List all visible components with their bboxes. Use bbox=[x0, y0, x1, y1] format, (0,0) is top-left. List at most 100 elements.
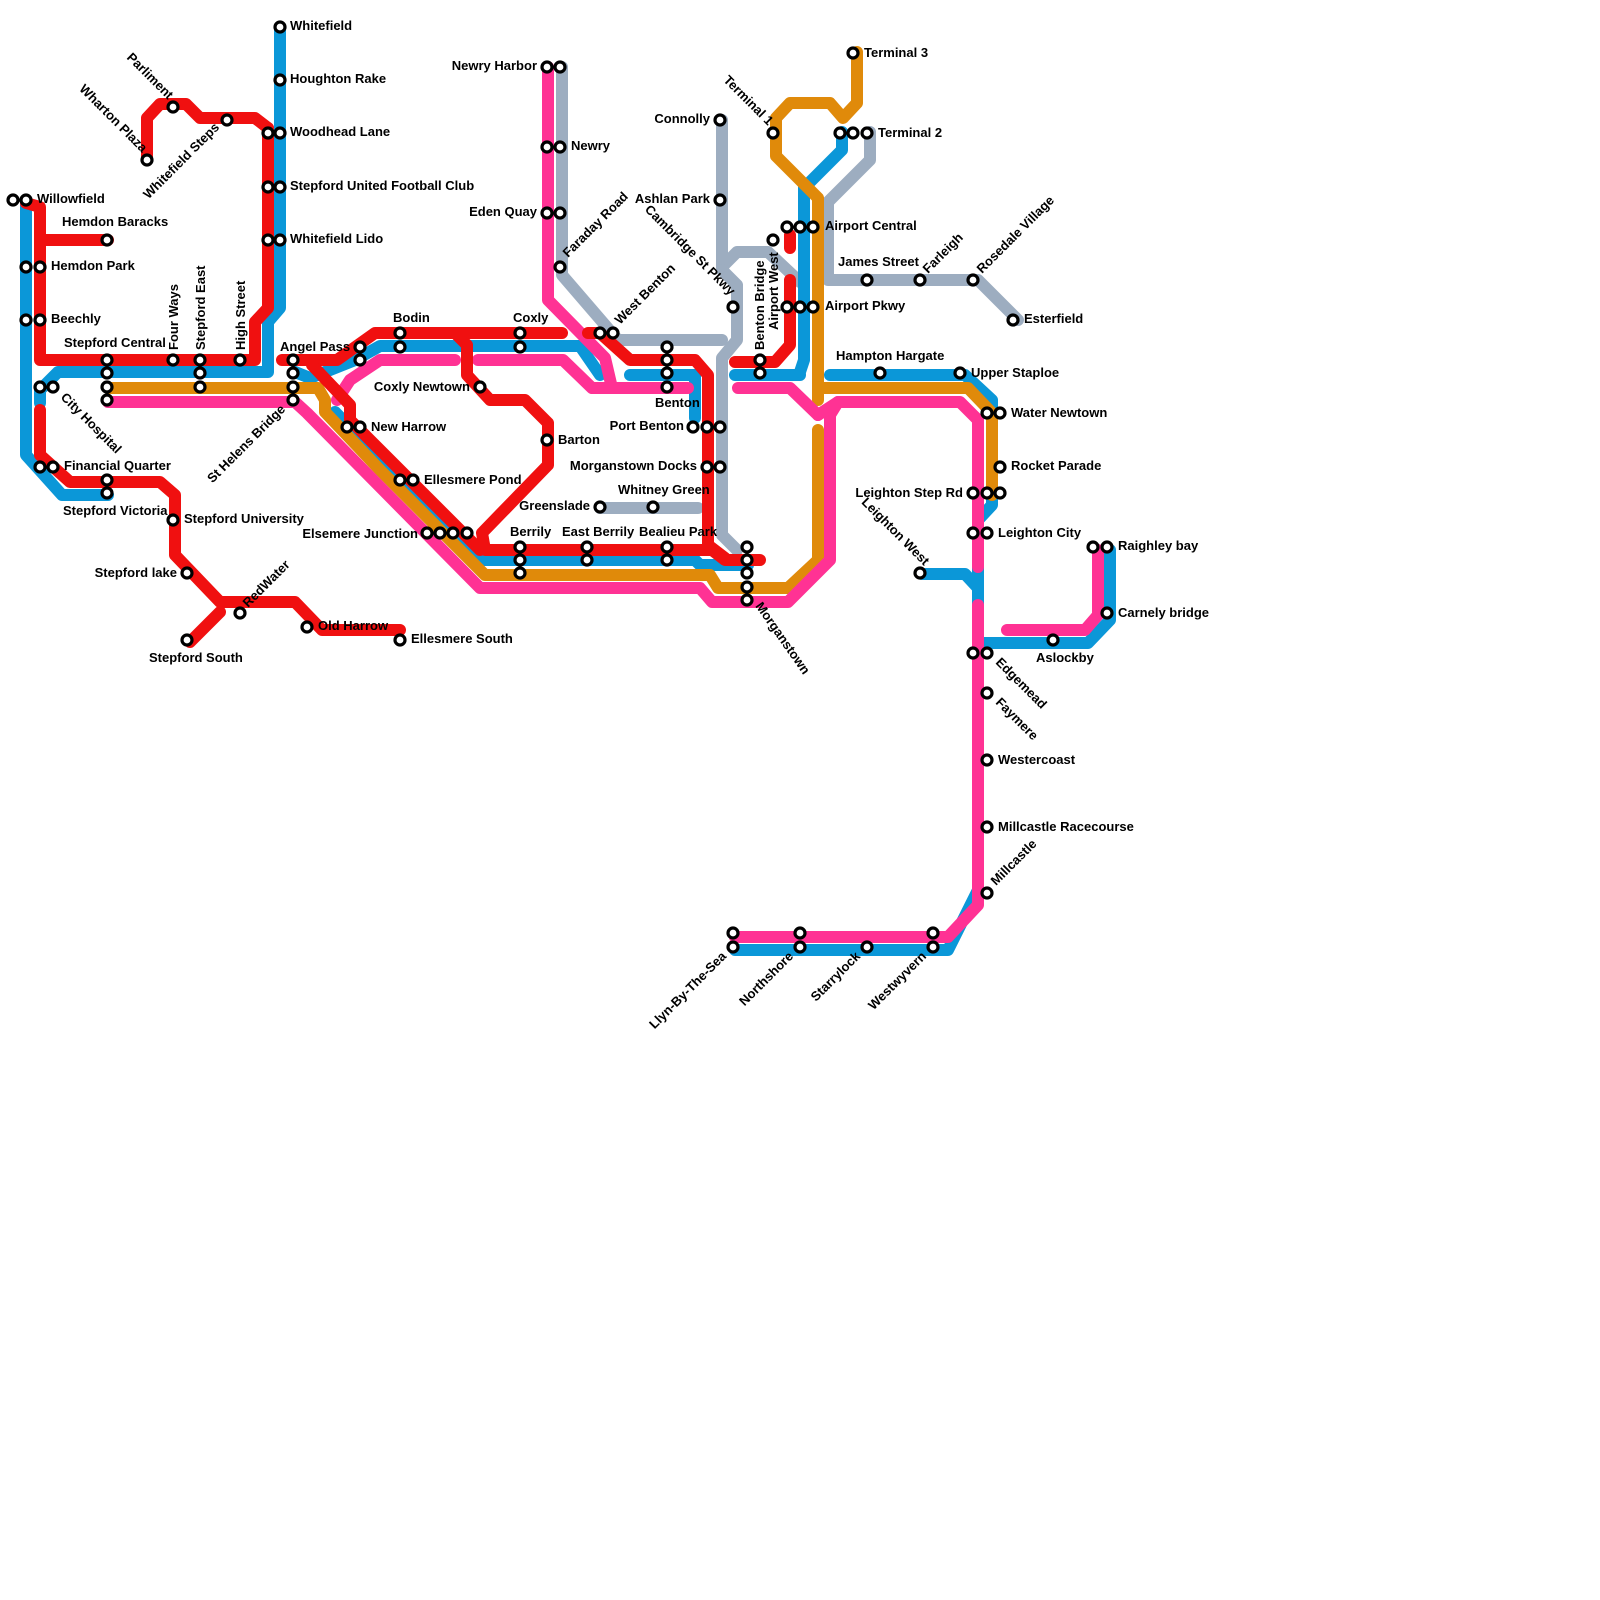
station-westwyvern[interactable] bbox=[928, 928, 938, 938]
station-edgemead-b[interactable] bbox=[982, 648, 992, 658]
station-new-harrow[interactable] bbox=[342, 422, 352, 432]
station-stepford-united-b[interactable] bbox=[275, 182, 285, 192]
station-morganstown-docks-b[interactable] bbox=[715, 462, 725, 472]
station-bealieu-park[interactable] bbox=[662, 542, 672, 552]
station-whitefield-steps[interactable] bbox=[222, 115, 232, 125]
station-angel-pass[interactable] bbox=[355, 342, 365, 352]
station-stepford-victoria[interactable] bbox=[102, 475, 112, 485]
station-airport-central[interactable] bbox=[782, 222, 792, 232]
station-eden-quay-b[interactable] bbox=[555, 208, 565, 218]
station-millcastle[interactable] bbox=[982, 888, 992, 898]
station-newry-harbor-b[interactable] bbox=[555, 62, 565, 72]
station-stepford-east[interactable] bbox=[195, 355, 205, 365]
station-stepford-victoria-b[interactable] bbox=[102, 488, 112, 498]
station-james-street[interactable] bbox=[862, 275, 872, 285]
station-benton-b[interactable] bbox=[662, 355, 672, 365]
station-coxly-newtown[interactable] bbox=[475, 382, 485, 392]
station-upper-staploe[interactable] bbox=[955, 368, 965, 378]
station-elsemere-junction-b[interactable] bbox=[435, 528, 445, 538]
station-financial-quarter[interactable] bbox=[35, 462, 45, 472]
station-benton[interactable] bbox=[662, 342, 672, 352]
station-airport-central-c[interactable] bbox=[808, 222, 818, 232]
station-llyn-by-the-sea-b[interactable] bbox=[728, 942, 738, 952]
station-woodhead-lane-b[interactable] bbox=[275, 128, 285, 138]
station-airport-pkwy-b[interactable] bbox=[795, 302, 805, 312]
station-ellesmere-pond-b[interactable] bbox=[408, 475, 418, 485]
station-water-newtown[interactable] bbox=[982, 408, 992, 418]
station-beechly-b[interactable] bbox=[35, 315, 45, 325]
station-stepford-central-d[interactable] bbox=[102, 395, 112, 405]
station-st-helens-bridge-b[interactable] bbox=[288, 368, 298, 378]
station-aslockby[interactable] bbox=[1048, 635, 1058, 645]
station-west-benton[interactable] bbox=[595, 328, 605, 338]
station-raighley-bay[interactable] bbox=[1088, 542, 1098, 552]
station-benton-bridge[interactable] bbox=[755, 355, 765, 365]
station-coxly-b[interactable] bbox=[515, 342, 525, 352]
station-morganstown-d[interactable] bbox=[742, 582, 752, 592]
station-berrily[interactable] bbox=[515, 542, 525, 552]
station-whitefield[interactable] bbox=[275, 22, 285, 32]
station-terminal-1[interactable] bbox=[768, 128, 778, 138]
station-whitefield-lido-b[interactable] bbox=[275, 235, 285, 245]
station-elsemere-junction[interactable] bbox=[422, 528, 432, 538]
station-four-ways[interactable] bbox=[168, 355, 178, 365]
station-rocket-parade[interactable] bbox=[995, 462, 1005, 472]
station-st-helens-bridge-c[interactable] bbox=[288, 382, 298, 392]
station-airport-pkwy-c[interactable] bbox=[808, 302, 818, 312]
station-terminal-2-c[interactable] bbox=[862, 128, 872, 138]
station-stepford-east-c[interactable] bbox=[195, 382, 205, 392]
station-port-benton-b[interactable] bbox=[702, 422, 712, 432]
station-airport-central-b[interactable] bbox=[795, 222, 805, 232]
station-benton-d[interactable] bbox=[662, 382, 672, 392]
station-berrily-c[interactable] bbox=[515, 568, 525, 578]
station-hemdon-baracks[interactable] bbox=[102, 235, 112, 245]
station-east-berrily-b[interactable] bbox=[582, 555, 592, 565]
station-angel-pass-b[interactable] bbox=[355, 355, 365, 365]
station-stepford-lake[interactable] bbox=[182, 568, 192, 578]
station-stepford-university[interactable] bbox=[168, 515, 178, 525]
station-ellesmere-south[interactable] bbox=[395, 635, 405, 645]
station-leighton-step-rd[interactable] bbox=[968, 488, 978, 498]
station-water-newtown-b[interactable] bbox=[995, 408, 1005, 418]
station-st-helens-bridge[interactable] bbox=[288, 355, 298, 365]
station-faraday-road[interactable] bbox=[555, 262, 565, 272]
station-stepford-central[interactable] bbox=[102, 355, 112, 365]
station-leighton-west[interactable] bbox=[915, 568, 925, 578]
station-morganstown-c[interactable] bbox=[742, 568, 752, 578]
station-willowfield[interactable] bbox=[8, 195, 18, 205]
station-benton-c[interactable] bbox=[662, 368, 672, 378]
station-carnely-bridge[interactable] bbox=[1102, 608, 1112, 618]
station-morganstown-b[interactable] bbox=[742, 555, 752, 565]
station-morganstown-docks[interactable] bbox=[702, 462, 712, 472]
station-high-street[interactable] bbox=[235, 355, 245, 365]
station-leighton-step-rd-b[interactable] bbox=[982, 488, 992, 498]
station-hampton-hargate[interactable] bbox=[875, 368, 885, 378]
station-terminal-2[interactable] bbox=[835, 128, 845, 138]
station-starrylock[interactable] bbox=[862, 942, 872, 952]
station-financial-quarter-b[interactable] bbox=[48, 462, 58, 472]
station-stepford-south[interactable] bbox=[182, 635, 192, 645]
station-morganstown[interactable] bbox=[742, 542, 752, 552]
station-woodhead-lane[interactable] bbox=[263, 128, 273, 138]
station-airport-west[interactable] bbox=[768, 235, 778, 245]
station-terminal-2-b[interactable] bbox=[848, 128, 858, 138]
station-barton[interactable] bbox=[542, 435, 552, 445]
station-stepford-east-b[interactable] bbox=[195, 368, 205, 378]
station-faymere[interactable] bbox=[982, 688, 992, 698]
station-cambridge-st-pkwy[interactable] bbox=[728, 302, 738, 312]
station-redwater[interactable] bbox=[235, 608, 245, 618]
station-beechly[interactable] bbox=[21, 315, 31, 325]
station-city-hospital[interactable] bbox=[35, 382, 45, 392]
station-elsemere-junction-c[interactable] bbox=[448, 528, 458, 538]
station-coxly[interactable] bbox=[515, 328, 525, 338]
station-hemdon-park-b[interactable] bbox=[35, 262, 45, 272]
station-farleigh[interactable] bbox=[915, 275, 925, 285]
station-elsemere-junction-d[interactable] bbox=[462, 528, 472, 538]
station-leighton-city[interactable] bbox=[968, 528, 978, 538]
station-raighley-bay-b[interactable] bbox=[1102, 542, 1112, 552]
station-rosedale-village[interactable] bbox=[968, 275, 978, 285]
station-port-benton[interactable] bbox=[688, 422, 698, 432]
station-hemdon-park[interactable] bbox=[21, 262, 31, 272]
station-stepford-central-c[interactable] bbox=[102, 382, 112, 392]
station-airport-pkwy[interactable] bbox=[782, 302, 792, 312]
